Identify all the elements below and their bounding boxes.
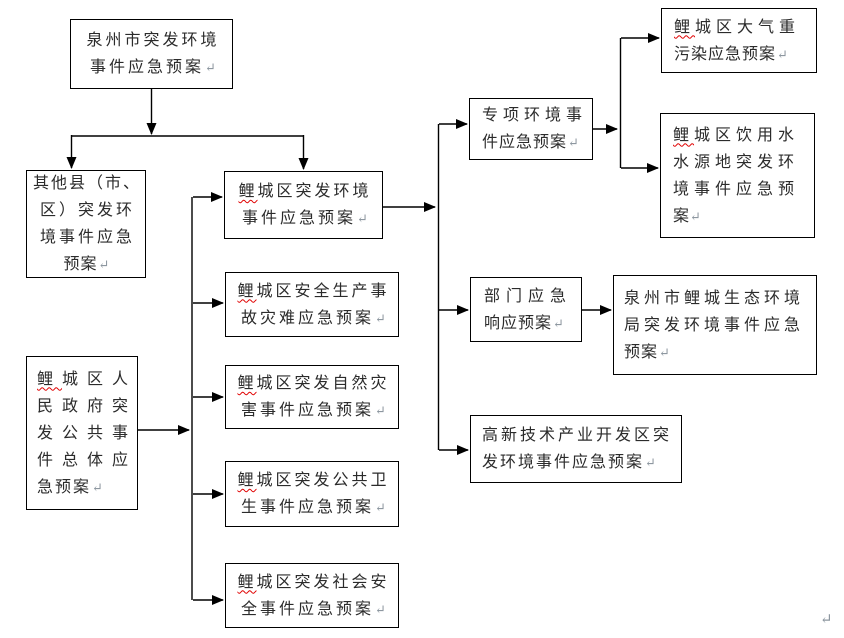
spellcheck-squiggle: 鲤: [673, 126, 695, 144]
paragraph-mark: ↵: [568, 135, 579, 150]
node-text-line: 泉州市突发环境: [86, 32, 220, 49]
paragraph-mark: ↵: [820, 612, 833, 628]
node-text-line: 鲤城区饮用水: [673, 126, 800, 144]
node-text-line: 生事件应急预案↵: [241, 499, 386, 516]
flow-node-special-env-event-plan[interactable]: 专项环境事件应急预案↵: [469, 98, 593, 160]
flow-node-licheng-natural-disaster-plan[interactable]: 鲤城区突发自然灾害事件应急预案↵: [225, 365, 399, 429]
paragraph-mark: ↵: [553, 315, 564, 331]
node-text-line: 事件应急预案↵: [90, 59, 216, 76]
spellcheck-squiggle: 鲤: [674, 18, 696, 36]
spellcheck-squiggle: 鲤: [237, 282, 257, 300]
flow-node-department-response-plan[interactable]: 部门应急响应预案↵: [470, 277, 582, 342]
paragraph-mark: ↵: [357, 211, 368, 226]
node-text-line: 鲤城区突发公共卫: [237, 472, 390, 489]
flow-node-licheng-env-emergency-plan[interactable]: 鲤城区突发环境事件应急预案↵: [224, 171, 383, 239]
flow-node-hightech-zone-env-plan[interactable]: 高新技术产业开发区突发环境事件应急预案↵: [470, 415, 682, 483]
node-text-line: 发环境事件应急预案↵: [482, 454, 656, 471]
node-text-line: 发公共事: [37, 424, 138, 442]
node-text-line: 鲤城区人: [37, 370, 138, 388]
spellcheck-squiggle: 鲤: [237, 573, 257, 591]
node-text-line: 件应急预案↵: [482, 134, 579, 151]
node-text-line: 局突发环境事件应急: [624, 316, 805, 334]
node-text-line: 案↵: [673, 207, 701, 225]
node-text-line: 故灾难应急预案↵: [241, 309, 386, 327]
paragraph-mark: ↵: [92, 479, 103, 495]
paragraph-mark: ↵: [98, 257, 110, 272]
node-text-line: 污染应急预案↵: [674, 45, 788, 63]
flow-node-quanzhou-city-env-emergency-plan[interactable]: 泉州市突发环境事件应急预案↵: [70, 19, 233, 89]
paragraph-mark: ↵: [205, 60, 216, 75]
paragraph-mark: ↵: [690, 208, 701, 224]
node-text-line: 全事件应急预案↵: [241, 600, 386, 618]
node-text-line: 事件应急预案↵: [242, 210, 368, 227]
spellcheck-squiggle: 鲤: [237, 375, 257, 392]
flow-node-licheng-public-health-plan[interactable]: 鲤城区突发公共卫生事件应急预案↵: [225, 461, 399, 527]
flow-node-licheng-social-security-plan[interactable]: 鲤城区突发社会安全事件应急预案↵: [225, 563, 399, 628]
flow-node-licheng-gov-overall-emergency-plan[interactable]: 鲤城区人民政府突发公共事件总体应急预案↵: [26, 356, 138, 510]
node-text-line: 鲤城区突发自然灾: [237, 375, 390, 392]
node-text-line: 部门应急: [484, 287, 573, 305]
flow-node-licheng-drinking-water-plan[interactable]: 鲤城区饮用水水源地突发环境事件应急预案↵: [660, 113, 815, 238]
node-text-line: 专项环境事: [482, 107, 588, 124]
paragraph-mark: ↵: [375, 601, 386, 617]
node-text-line: 急预案↵: [37, 478, 103, 496]
node-text-line: 害事件应急预案↵: [241, 402, 386, 419]
node-text-line: 鲤城区突发社会安: [237, 573, 390, 591]
paragraph-mark: ↵: [375, 403, 386, 418]
node-text-line: 鲤城区安全生产事: [237, 282, 390, 300]
paragraph-mark: ↵: [375, 500, 386, 515]
flow-node-quanzhou-licheng-eco-env-bureau-plan[interactable]: 泉州市鲤城生态环境局突发环境事件应急预案↵: [613, 275, 817, 375]
node-text-line: 境事件应急预: [673, 180, 800, 198]
node-text-line: 区）突发环: [39, 202, 135, 219]
node-text-line: 泉州市鲤城生态环境: [624, 289, 805, 307]
node-text-line: 响应预案↵: [484, 314, 564, 332]
spellcheck-squiggle: 鲤: [37, 370, 63, 388]
spellcheck-squiggle: 鲤: [238, 183, 258, 200]
flow-node-licheng-production-safety-accident-plan[interactable]: 鲤城区安全生产事故灾难应急预案↵: [225, 272, 399, 337]
node-text-line: 鲤城区大气重: [674, 18, 801, 36]
node-text-line: 鲤城区突发环境: [238, 183, 372, 200]
node-text-line: 预案↵: [624, 343, 670, 361]
node-text-line: 水源地突发环: [673, 153, 800, 171]
paragraph-mark: ↵: [645, 455, 656, 470]
paragraph-mark: ↵: [659, 344, 670, 360]
node-text-line: 高新技术产业开发区突: [482, 427, 673, 444]
node-text-line: 其他县（市、: [32, 175, 141, 192]
node-text-line: 境事件应急: [39, 229, 135, 246]
flow-node-licheng-air-pollution-plan[interactable]: 鲤城区大气重污染应急预案↵: [661, 8, 817, 73]
paragraph-mark: ↵: [777, 46, 788, 62]
node-text-line: 件总体应: [37, 451, 138, 469]
node-text-line: 预案↵: [63, 256, 110, 273]
flow-node-other-counties-env-emergency-plan[interactable]: 其他县（市、区）突发环境事件应急预案↵: [26, 170, 146, 278]
spellcheck-squiggle: 鲤: [237, 472, 257, 489]
paragraph-mark: ↵: [375, 310, 386, 326]
node-text-line: 民政府突: [37, 397, 138, 415]
